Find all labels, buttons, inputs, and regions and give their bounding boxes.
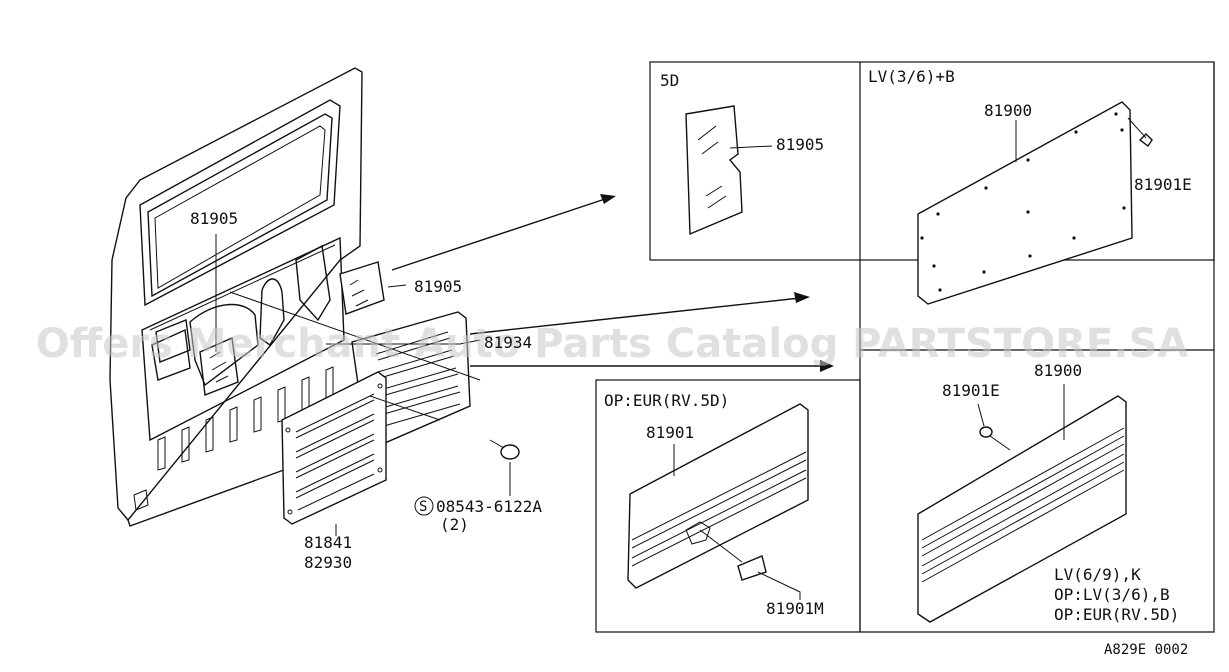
label-screw-code: 08543-6122A xyxy=(436,497,542,516)
note-lv69: LV(6/9),K xyxy=(1054,565,1141,584)
panel-81901-eur xyxy=(627,403,809,600)
glass-81905-5d xyxy=(685,105,773,236)
label-screw-qty: (2) xyxy=(440,515,469,534)
panel-81900-top xyxy=(917,101,1153,305)
label-81841: 81841 xyxy=(304,533,352,552)
label-81901M: 81901M xyxy=(766,599,824,618)
label-81905-glass: 81905 xyxy=(414,277,462,296)
trim-panel-81841 xyxy=(281,371,387,525)
watermark: Offers Merchant Auto Parts Catalog PARTS… xyxy=(36,321,1188,367)
label-81901E-bottom: 81901E xyxy=(942,381,1000,400)
note-opeur: OP:EUR(RV.5D) xyxy=(1054,605,1179,624)
box5d-title: 5D xyxy=(660,71,679,90)
back-door-assembly xyxy=(109,67,367,527)
s-circle-icon xyxy=(414,496,434,516)
boxlv-title: LV(3/6)+B xyxy=(868,67,955,86)
screw-08543-6122A xyxy=(489,439,520,460)
leader-lines-main xyxy=(215,234,511,536)
glass-81905 xyxy=(339,261,385,315)
label-81901E-top: 81901E xyxy=(1134,175,1192,194)
label-82930: 82930 xyxy=(304,553,352,572)
diagram-code: A829E 0002 xyxy=(1104,642,1188,658)
label-screw-s: S xyxy=(419,499,427,515)
callout-arrows xyxy=(391,194,834,372)
label-81934: 81934 xyxy=(484,333,532,352)
label-81905-5d: 81905 xyxy=(776,135,824,154)
panel-81900-bottom xyxy=(917,384,1127,623)
note-oplv36: OP:LV(3/6),B xyxy=(1054,585,1170,604)
boxeur-title: OP:EUR(RV.5D) xyxy=(604,391,729,410)
label-81900-bottom: 81900 xyxy=(1034,361,1082,380)
label-81900-top: 81900 xyxy=(984,101,1032,120)
label-81901: 81901 xyxy=(646,423,694,442)
labels: 81905 81905 81934 81841 82930 S 08543-61… xyxy=(190,67,1192,658)
label-81905-door: 81905 xyxy=(190,209,238,228)
